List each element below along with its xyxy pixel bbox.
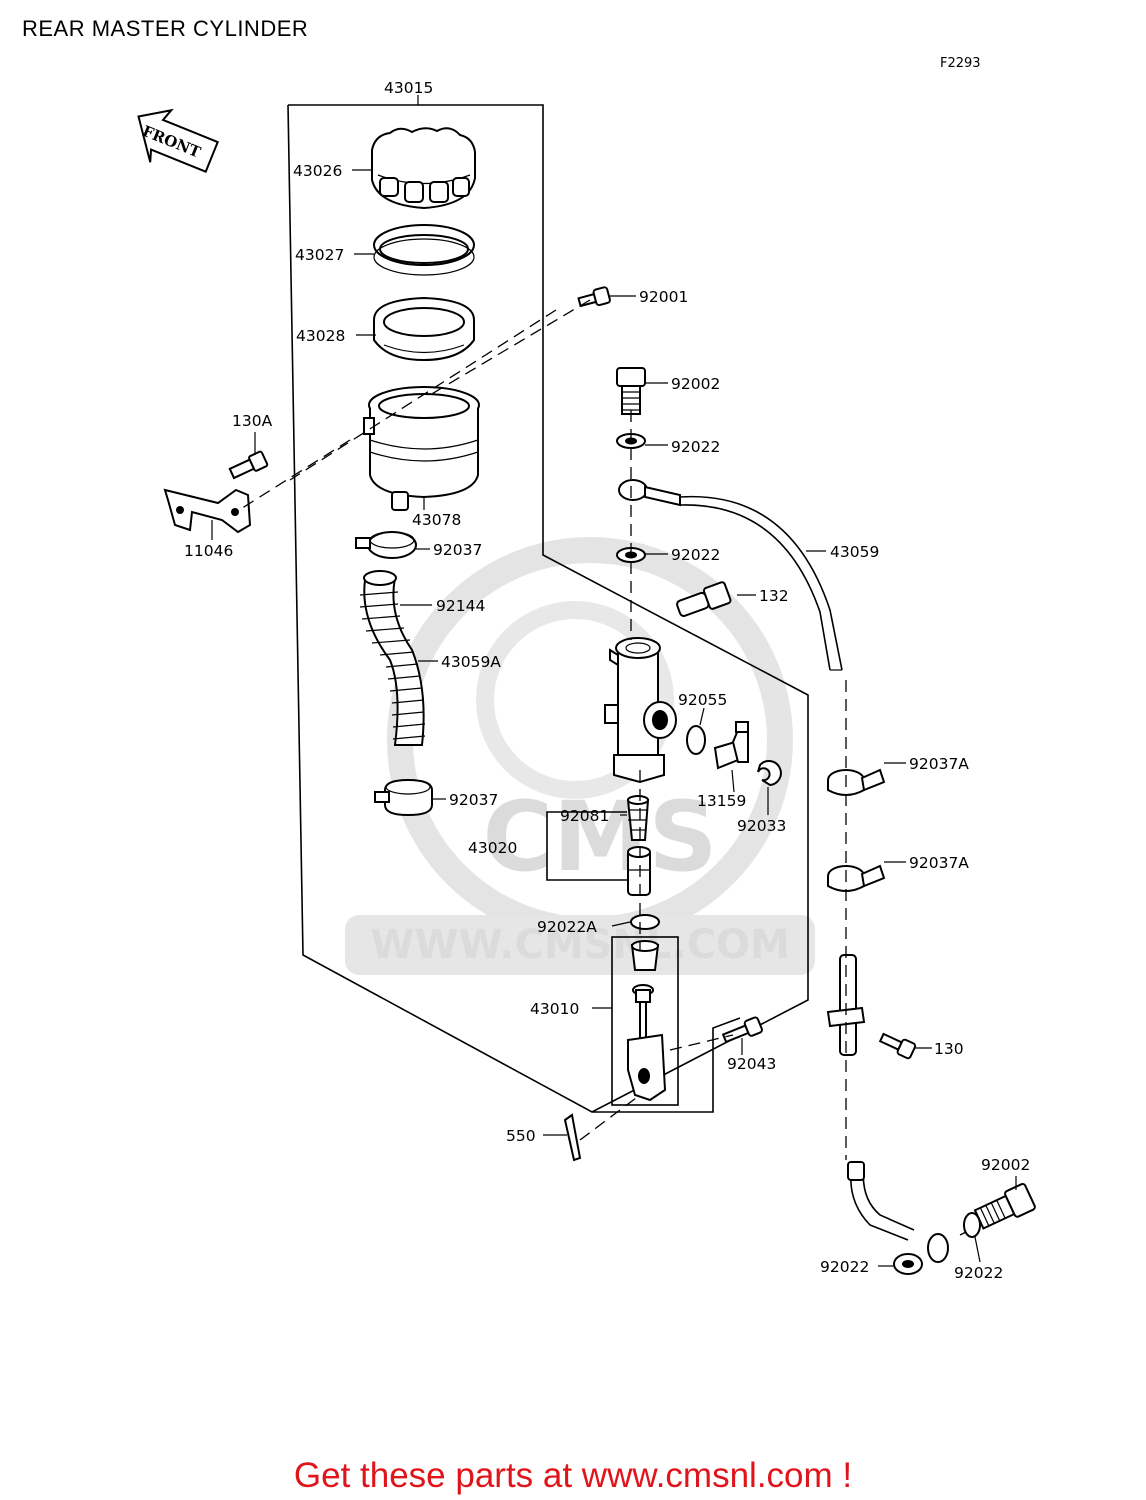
label-92055: 92055 — [678, 691, 727, 709]
watermark-logo: CMS WWW.CMSNL.COM — [345, 537, 815, 975]
label-92022-lower-1: 92022 — [820, 1258, 869, 1276]
label-92081: 92081 — [560, 807, 609, 825]
label-92033: 92033 — [737, 817, 786, 835]
bolt-130 — [878, 1032, 917, 1060]
label-43015: 43015 — [384, 79, 433, 97]
hose-fitting-upper-banjo — [827, 768, 886, 796]
spring-92081 — [626, 795, 650, 841]
label-92022-upper-1: 92022 — [671, 438, 720, 456]
brake-hose — [618, 479, 843, 671]
label-92022a: 92022A — [537, 918, 597, 936]
banjo-eye-lower — [927, 1233, 949, 1263]
assembly-43020-bracket — [546, 811, 627, 881]
label-130a: 130A — [232, 412, 273, 430]
reservoir-hose — [359, 570, 426, 746]
label-130: 130 — [934, 1040, 964, 1058]
assembly-43015-outline — [287, 104, 809, 1113]
label-132: 132 — [759, 587, 789, 605]
master-cylinder-body — [604, 637, 677, 784]
hose-clamp-lower — [374, 778, 433, 817]
label-92037-upper: 92037 — [433, 541, 482, 559]
hose-clamp-upper — [355, 531, 417, 559]
circlip-92033 — [757, 760, 782, 787]
label-92037a-lower: 92037A — [909, 854, 969, 872]
piston — [627, 846, 651, 896]
label-550: 550 — [506, 1127, 536, 1145]
label-13159: 13159 — [697, 792, 746, 810]
label-43028: 43028 — [296, 327, 345, 345]
label-43078: 43078 — [412, 511, 461, 529]
label-92144: 92144 — [436, 597, 485, 615]
push-rod — [627, 940, 667, 1102]
assembly-43010-outline — [611, 936, 679, 1106]
banjo-bolt-upper — [616, 367, 646, 415]
part-labels: 43015 43026 43027 43028 92001 92002 9202… — [184, 79, 1030, 1282]
label-43059: 43059 — [830, 543, 879, 561]
label-43010: 43010 — [530, 1000, 579, 1018]
reservoir-cap — [371, 127, 476, 210]
label-92002-lower: 92002 — [981, 1156, 1030, 1174]
cotter-pin — [563, 1113, 582, 1162]
diagram-title: REAR MASTER CYLINDER — [22, 16, 309, 41]
label-92022-upper-2: 92022 — [671, 546, 720, 564]
label-92043: 92043 — [727, 1055, 776, 1073]
parts-diagram: CMS WWW.CMSNL.COM FRONT — [137, 79, 1036, 1282]
watermark-text: WWW.CMSNL.COM — [370, 922, 790, 968]
label-92002-upper: 92002 — [671, 375, 720, 393]
bolt-132 — [676, 581, 732, 617]
label-43020: 43020 — [468, 839, 517, 857]
washer-lower-1 — [963, 1212, 981, 1238]
leader-lines — [211, 169, 1017, 1267]
footer-link[interactable]: Get these parts at www.cmsnl.com ! — [293, 1456, 853, 1495]
diaphragm — [373, 296, 475, 362]
brake-line-lower — [826, 954, 915, 1241]
label-43026: 43026 — [293, 162, 342, 180]
label-92001: 92001 — [639, 288, 688, 306]
label-92037-lower: 92037 — [449, 791, 498, 809]
label-92037a-upper: 92037A — [909, 755, 969, 773]
hose-fitting — [713, 721, 749, 770]
reservoir-body — [363, 386, 480, 511]
reservoir-ring — [373, 224, 475, 276]
screw-92001 — [577, 286, 611, 308]
banjo-bolt-lower — [973, 1183, 1036, 1230]
mounting-bracket — [163, 488, 252, 534]
label-43027: 43027 — [295, 246, 344, 264]
label-43059a: 43059A — [441, 653, 501, 671]
o-ring — [686, 725, 706, 755]
bolt-130a — [228, 450, 269, 480]
label-92022-lower-2: 92022 — [954, 1264, 1003, 1282]
front-arrow-icon: FRONT — [137, 108, 220, 173]
svg-text:CMS: CMS — [482, 781, 717, 893]
diagram-code: F2293 — [940, 56, 981, 71]
circlip-92022a — [630, 914, 660, 930]
label-11046: 11046 — [184, 542, 233, 560]
hose-fitting-lower-banjo — [827, 864, 886, 892]
pin-92043 — [721, 1016, 763, 1044]
